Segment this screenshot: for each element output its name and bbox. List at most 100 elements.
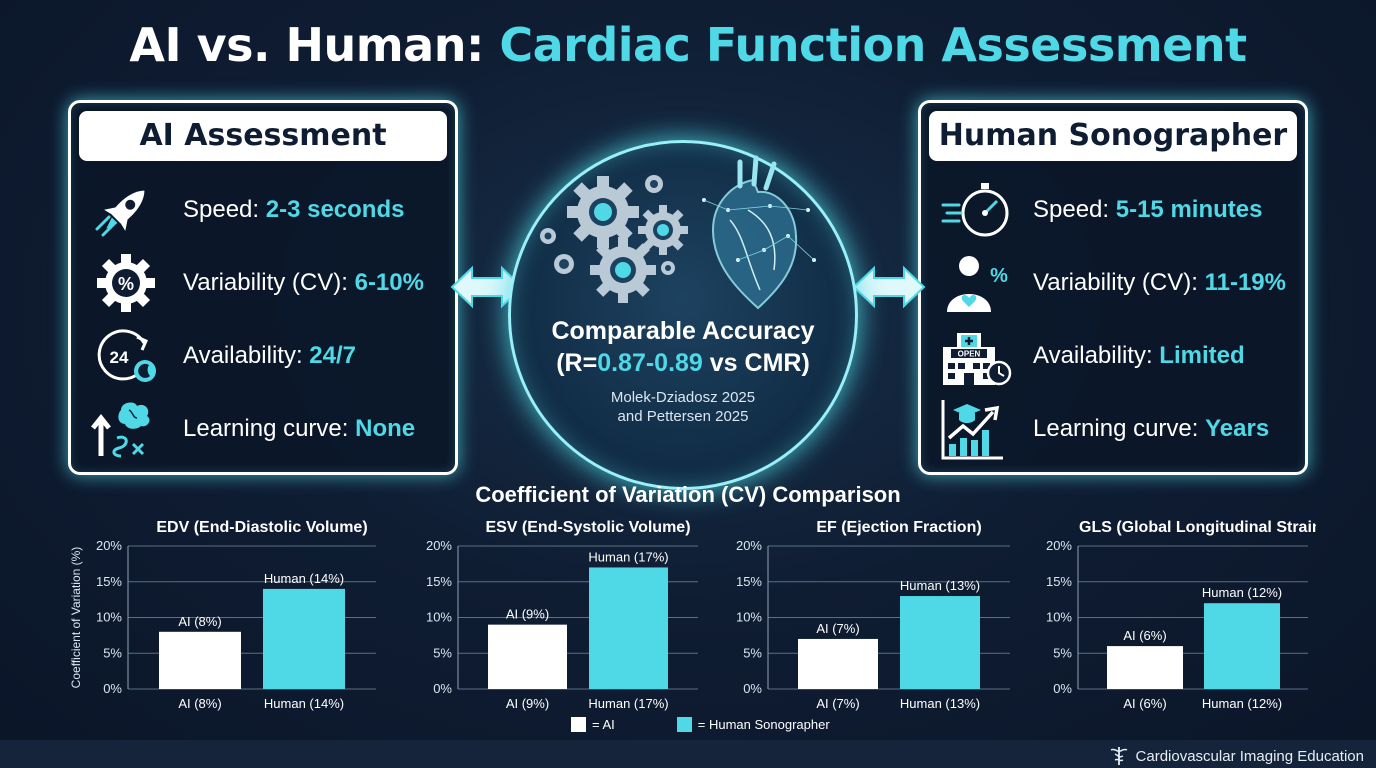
y-axis-label: Coefficient of Variation (%) <box>69 547 83 689</box>
accuracy-circle-background <box>508 140 858 490</box>
hospital-open-sign: OPEN <box>958 350 981 359</box>
cv-comparison-title: Coefficient of Variation (CV) Comparison <box>475 482 901 507</box>
human-variability-value: 11-19% <box>1204 269 1286 296</box>
accuracy-title: Comparable Accuracy <box>551 317 815 345</box>
bar-ai <box>488 624 567 689</box>
ai-speed-label: Speed: <box>183 196 266 223</box>
human-learning-metric: Learning curve: Years <box>939 398 1297 460</box>
chart-gls: GLS (Global Longitudinal Strain)0%5%10%1… <box>1046 519 1316 711</box>
ai-learning-metric: Learning curve: None <box>89 398 447 460</box>
bar-human <box>900 596 980 689</box>
y-tick-label: 20% <box>96 538 122 553</box>
person-percent-text: % <box>990 265 1008 287</box>
chart-title: EDV (End-Diastolic Volume) <box>156 519 367 536</box>
human-sonographer-panel: Human Sonographer Speed: 5-15 minutes % … <box>918 100 1308 475</box>
person-percent-icon: % <box>947 256 1008 312</box>
page-title: AI vs. Human: Cardiac Function Assessmen… <box>0 18 1376 72</box>
human-availability-label: Availability: <box>1033 342 1160 369</box>
human-speed-value: 5-15 minutes <box>1115 196 1263 223</box>
bar-data-label: Human (17%) <box>588 549 668 564</box>
caduceus-icon <box>1110 747 1127 765</box>
title-part1: AI vs. Human: <box>129 18 500 72</box>
human-variability-label: Variability (CV): <box>1033 269 1205 296</box>
x-category-label: Human (14%) <box>264 696 344 711</box>
x-category-label: AI (6%) <box>1123 696 1166 711</box>
ai-variability-value: 6-10% <box>354 269 424 296</box>
right-double-arrow-icon <box>852 265 926 309</box>
x-category-label: Human (13%) <box>900 696 980 711</box>
legend-human-swatch <box>676 717 692 732</box>
bar-data-label: AI (9%) <box>506 607 549 622</box>
accuracy-subtitle: (R=0.87-0.89 vs CMR) <box>508 348 858 378</box>
percent-gear-icon: % <box>97 254 155 312</box>
y-tick-label: 5% <box>743 645 762 660</box>
citation: Molek-Dziadosz 2025 and Pettersen 2025 <box>508 388 858 426</box>
accuracy-circle: Comparable Accuracy (R=0.87-0.89 vs CMR)… <box>508 140 858 490</box>
bar-data-label: AI (6%) <box>1123 628 1166 643</box>
y-tick-label: 5% <box>433 645 452 660</box>
citation-line1: Molek-Dziadosz 2025 <box>610 389 756 406</box>
chart-ef: EF (Ejection Fraction)0%5%10%15%20%AI (7… <box>736 519 1010 711</box>
human-speed-metric: Speed: 5-15 minutes <box>939 179 1297 241</box>
accuracy-sub-close: vs CMR) <box>702 349 810 377</box>
ai-learning-value: None <box>355 415 416 442</box>
accuracy-r-value: 0.87-0.89 <box>597 349 703 377</box>
x-category-label: AI (9%) <box>506 696 549 711</box>
title-part2: Cardiac Function Assessment <box>499 18 1247 72</box>
chart-esv: ESV (End-Systolic Volume)0%5%10%15%20%AI… <box>426 519 698 711</box>
y-tick-label: 10% <box>96 610 122 625</box>
footer: Cardiovascular Imaging Education <box>1108 746 1364 766</box>
human-learning-label: Learning curve: <box>1033 415 1206 442</box>
x-category-label: Human (17%) <box>588 696 668 711</box>
y-tick-label: 20% <box>426 538 452 553</box>
ai-variability-label: Variability (CV): <box>183 269 355 296</box>
brain-arrow-icon <box>91 402 150 458</box>
rocket-icon <box>95 190 145 237</box>
ai-speed-metric: Speed: 2-3 seconds <box>89 179 447 241</box>
y-tick-label: 0% <box>433 681 452 696</box>
hospital-icon: OPEN <box>943 333 1012 386</box>
bar-ai <box>1107 646 1183 689</box>
x-category-label: AI (7%) <box>816 696 859 711</box>
bar-human <box>589 567 668 689</box>
bar-data-label: Human (14%) <box>264 571 344 586</box>
ai-availability-metric: 24 Availability: 24/7 <box>89 325 447 387</box>
y-tick-label: 0% <box>1053 681 1072 696</box>
ai-learning-label: Learning curve: <box>183 415 356 442</box>
y-tick-label: 15% <box>96 574 122 589</box>
legend-human-label: = Human Sonographer <box>697 717 830 732</box>
citation-line2: and Pettersen 2025 <box>617 408 749 425</box>
human-speed-label: Speed: <box>1033 196 1116 223</box>
ai-variability-metric: % Variability (CV): 6-10% <box>89 252 447 314</box>
chart-edv: EDV (End-Diastolic Volume) Coefficient of… <box>69 519 376 711</box>
x-category-label: Human (12%) <box>1202 696 1282 711</box>
y-tick-label: 15% <box>736 574 762 589</box>
y-tick-label: 15% <box>426 574 452 589</box>
bar-ai <box>798 638 878 689</box>
y-tick-label: 5% <box>1053 645 1072 660</box>
x-category-label: AI (8%) <box>178 696 221 711</box>
footer-text: Cardiovascular Imaging Education <box>1135 747 1364 765</box>
accuracy-sub-open: (R= <box>556 349 598 377</box>
bar-human <box>263 588 345 689</box>
ai-panel-header: AI Assessment <box>79 111 447 161</box>
bar-data-label: Human (13%) <box>900 578 980 593</box>
ai-speed-value: 2-3 seconds <box>265 196 405 223</box>
bar-ai <box>159 631 241 689</box>
bar-data-label: AI (8%) <box>178 614 221 629</box>
y-tick-label: 0% <box>103 681 122 696</box>
y-tick-label: 15% <box>1046 574 1072 589</box>
clock-24-text: 24 <box>110 348 129 367</box>
y-tick-label: 20% <box>1046 538 1072 553</box>
y-tick-label: 20% <box>736 538 762 553</box>
footer-bar <box>0 740 1376 768</box>
bar-human <box>1204 603 1280 689</box>
stopwatch-icon <box>941 183 1009 237</box>
ai-availability-value: 24/7 <box>309 342 356 369</box>
y-tick-label: 10% <box>426 610 452 625</box>
chart-legend: = AI = Human Sonographer <box>571 717 830 732</box>
legend-ai-swatch <box>571 717 586 732</box>
heart-icon <box>702 155 816 310</box>
graduation-chart-icon <box>941 400 1003 460</box>
bar-data-label: AI (7%) <box>816 621 859 636</box>
